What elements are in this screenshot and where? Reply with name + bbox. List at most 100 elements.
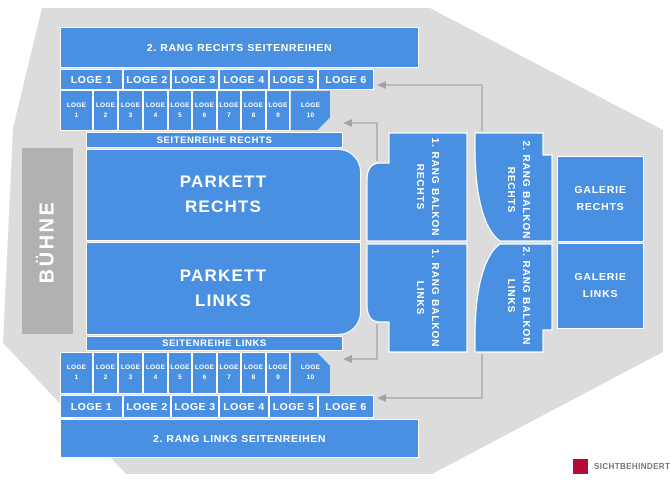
section-label: LOGE xyxy=(268,101,288,109)
section-number: 3 xyxy=(128,111,133,119)
section-1-rang-balkon-links[interactable] xyxy=(366,243,468,353)
section-small-loge-5-bottom[interactable]: LOGE 5 xyxy=(169,353,191,393)
section-number: 9 xyxy=(276,111,280,119)
section-label: LOGE xyxy=(268,364,288,372)
section-label: LOGE xyxy=(66,101,87,109)
section-number: 2 xyxy=(103,111,108,119)
section-label: LOGE xyxy=(194,101,215,109)
section-loge-2-top[interactable]: LOGE 2 xyxy=(124,70,170,89)
arrow-1-rang-links-connector xyxy=(343,324,378,363)
section-loge-6-bottom[interactable]: LOGE 6 xyxy=(319,396,373,417)
section-small-loge-1-top[interactable]: LOGE 1 xyxy=(61,91,92,130)
stage-label: BÜHNE xyxy=(36,199,58,283)
section-small-loge-6-top[interactable]: LOGE 6 xyxy=(193,91,216,130)
section-number: 9 xyxy=(276,374,280,381)
section-label: LOGE xyxy=(95,101,116,109)
section-1-rang-balkon-rechts[interactable] xyxy=(366,132,468,242)
section-loge-5-top[interactable]: LOGE 5 xyxy=(270,70,317,89)
arrow-2-rang-rechts-connector xyxy=(377,81,483,131)
section-seitenreihe-rechts[interactable]: SEITENREIHE RECHTS xyxy=(87,133,342,147)
section-2-rang-links-seitenreihen[interactable]: 2. RANG LINKS SEITENREIHEN xyxy=(61,420,418,457)
section-label: LOGE xyxy=(243,364,264,372)
section-label: RECHTS xyxy=(184,197,263,216)
section-number: 6 xyxy=(202,374,207,381)
section-label: LOGE 5 xyxy=(272,73,315,86)
section-label: LOGE 1 xyxy=(70,400,113,413)
section-loge-4-bottom[interactable]: LOGE 4 xyxy=(220,396,268,417)
section-loge-1-top[interactable]: LOGE 1 xyxy=(61,70,122,89)
section-parkett-links[interactable]: PARKETT LINKS xyxy=(87,243,360,334)
section-label: LOGE xyxy=(243,101,264,109)
venue-outline xyxy=(3,8,663,474)
section-label: LOGE xyxy=(170,364,190,372)
section-loge-4-top[interactable]: LOGE 4 xyxy=(220,70,268,89)
section-small-loge-6-bottom[interactable]: LOGE 6 xyxy=(193,353,216,393)
section-small-loge-3-top[interactable]: LOGE 3 xyxy=(119,91,142,130)
section-label: PARKETT xyxy=(179,172,268,192)
section-label: LOGE 6 xyxy=(325,73,367,86)
section-label: 2. RANG LINKS SEITENREIHEN xyxy=(152,432,327,445)
section-seitenreihe-links[interactable]: SEITENREIHE LINKS xyxy=(87,337,342,350)
section-number: 3 xyxy=(128,374,133,381)
section-loge-3-bottom[interactable]: LOGE 3 xyxy=(172,396,218,417)
section-small-loge-9-bottom[interactable]: LOGE 9 xyxy=(267,353,289,393)
section-small-loge-8-top[interactable]: LOGE 8 xyxy=(242,91,265,130)
section-number: 4 xyxy=(153,111,158,119)
section-parkett-rechts[interactable]: PARKETT RECHTS xyxy=(87,150,360,240)
section-number: 2 xyxy=(103,374,108,381)
section-2-rang-balkon-rechts[interactable] xyxy=(474,132,553,242)
section-loge-1-bottom[interactable]: LOGE 1 xyxy=(61,396,122,417)
section-small-loge-10-bottom[interactable]: LOGE 10 xyxy=(291,353,330,393)
section-small-loge-9-top[interactable]: LOGE 9 xyxy=(267,91,289,130)
section-small-loge-2-bottom[interactable]: LOGE 2 xyxy=(94,353,117,393)
section-label: LINKS xyxy=(195,290,252,310)
left-arrow-icon xyxy=(377,81,386,89)
section-loge-5-bottom[interactable]: LOGE 5 xyxy=(270,396,317,417)
left-arrow-icon xyxy=(377,394,386,402)
section-small-loge-4-top[interactable]: LOGE 4 xyxy=(144,91,167,130)
section-loge-6-top[interactable]: LOGE 6 xyxy=(319,70,373,89)
section-number: 7 xyxy=(227,111,231,119)
section-label: SEITENREIHE RECHTS xyxy=(156,134,273,146)
section-label: LOGE 1 xyxy=(70,73,113,86)
section-loge-3-top[interactable]: LOGE 3 xyxy=(172,70,218,89)
section-number: 1 xyxy=(74,111,79,119)
section-label: LOGE xyxy=(145,364,166,372)
section-galerie-rechts[interactable]: GALERIE RECHTS xyxy=(558,157,643,241)
section-label: LOGE 5 xyxy=(272,400,315,413)
section-small-loge-2-top[interactable]: LOGE 2 xyxy=(94,91,117,130)
section-label: LOGE xyxy=(219,364,239,372)
section-number: 6 xyxy=(202,111,207,119)
section-number: 1 xyxy=(74,374,79,381)
sichtbehindert-swatch-icon xyxy=(573,459,588,474)
section-number: 5 xyxy=(178,374,182,381)
section-label: LOGE xyxy=(170,101,190,109)
section-2-rang-rechts-seitenreihen[interactable]: 2. RANG RECHTS SEITENREIHEN xyxy=(61,28,418,67)
section-label: LOGE xyxy=(300,364,321,372)
section-number: 8 xyxy=(251,111,256,119)
legend-label: SICHTBEHINDERT xyxy=(594,462,670,471)
section-label: LOGE xyxy=(120,101,141,109)
section-2-rang-balkon-links[interactable] xyxy=(474,243,553,353)
section-loge-2-bottom[interactable]: LOGE 2 xyxy=(124,396,170,417)
section-label: LOGE xyxy=(194,364,215,372)
section-label: PARKETT xyxy=(179,265,268,285)
section-label: LOGE xyxy=(145,101,166,109)
section-label: LOGE xyxy=(95,364,116,372)
left-arrow-icon xyxy=(343,119,352,127)
section-galerie-links[interactable]: GALERIE LINKS xyxy=(558,244,643,328)
section-label: LOGE xyxy=(300,101,321,109)
stage: BÜHNE xyxy=(22,148,73,334)
section-label: GALERIE xyxy=(574,184,627,197)
section-label: 2. RANG RECHTS SEITENREIHEN xyxy=(146,41,333,54)
section-number: 10 xyxy=(306,374,315,381)
